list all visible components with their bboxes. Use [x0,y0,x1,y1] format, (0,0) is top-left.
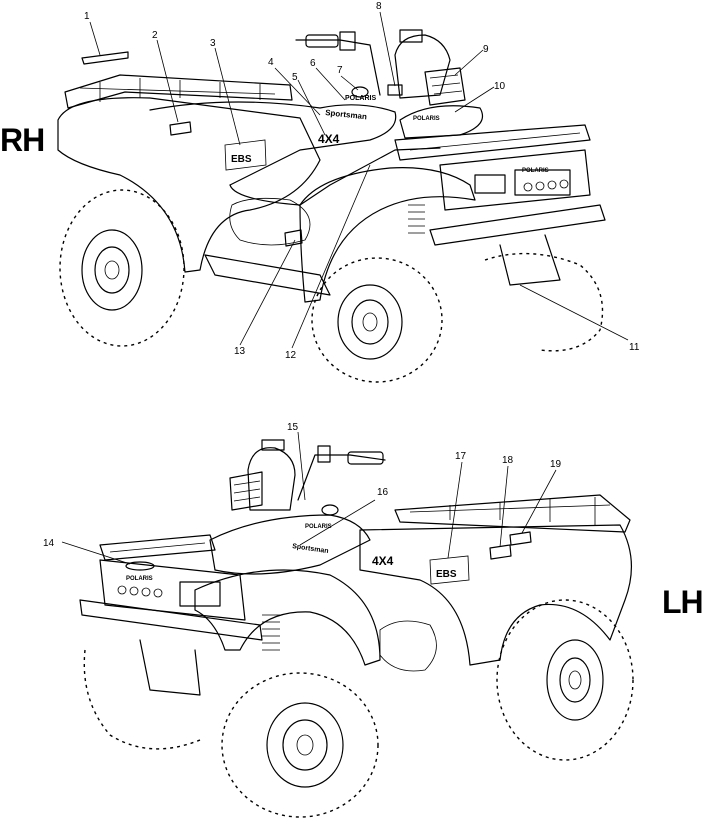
rh-ebs-decal: EBS [224,139,267,171]
lh-ebs-decal: EBS [429,555,470,585]
callout-9: 9 [483,44,489,55]
rh-seat [149,101,397,186]
callout-17: 17 [455,451,467,462]
callout-10: 10 [494,81,506,92]
rh-rear-wheel [59,189,185,347]
callout-16: 16 [377,487,389,498]
rh-ebs-text: EBS [231,154,252,165]
atv-rh-view: POLARIS EBS POLARIS Sportsman 4X4 POLARI… [57,29,606,383]
lh-sportsman-text: Sportsman [292,543,329,555]
callout-4: 4 [268,57,274,68]
lh-front-wheel [221,672,379,818]
callout-numbers: 1 2 3 4 5 6 7 8 9 10 11 12 13 14 15 16 1… [43,1,640,549]
callout-2: 2 [152,30,158,41]
rh-leader-lines [89,11,629,349]
callout-19: 19 [550,459,562,470]
rh-view-label: RH [0,122,45,158]
callout-11: 11 [629,342,640,353]
callout-1: 1 [84,11,90,22]
rh-polaris-text: POLARIS [345,95,376,102]
decal-1-shape [81,51,129,65]
callout-13: 13 [234,346,246,357]
lh-polaris-text: POLARIS [305,524,332,530]
callout-3: 3 [210,38,216,49]
callout-12: 12 [285,350,297,361]
callout-5: 5 [292,72,298,83]
lh-handlebar [297,454,386,501]
rh-rear-fender [57,97,321,273]
rh-grille-polaris-text: POLARIS [522,168,549,174]
lh-rear-fender [359,524,633,666]
lh-seat [209,514,371,575]
lh-rear-wheel [496,599,634,761]
rh-sportsman-text: Sportsman [325,108,368,121]
callout-6: 6 [310,58,316,69]
rh-front-fender [299,167,476,303]
lh-view-label: LH [662,584,704,620]
rh-front-wheel [311,257,443,383]
lh-front-rack [99,534,216,561]
atv-lh-view: POLARIS POLARIS Sportsman 4X4 EBS [79,439,634,818]
lh-grille-polaris-text: POLARIS [126,576,153,582]
rh-front-rack [394,124,591,161]
callout-7: 7 [337,65,343,76]
lh-leader-lines [61,431,557,565]
lh-4x4-text: 4X4 [372,554,394,568]
callout-15: 15 [287,422,299,433]
lh-front-fender [194,569,381,666]
rh-tank-decal-text: POLARIS [413,116,440,122]
callout-18: 18 [502,455,514,466]
lh-ebs-text: EBS [436,569,457,580]
lh-rear-rack [394,494,631,533]
callout-14: 14 [43,538,55,549]
rh-4x4-text: 4X4 [318,132,340,146]
rh-rear-rack [64,74,293,109]
callout-8: 8 [376,1,382,12]
